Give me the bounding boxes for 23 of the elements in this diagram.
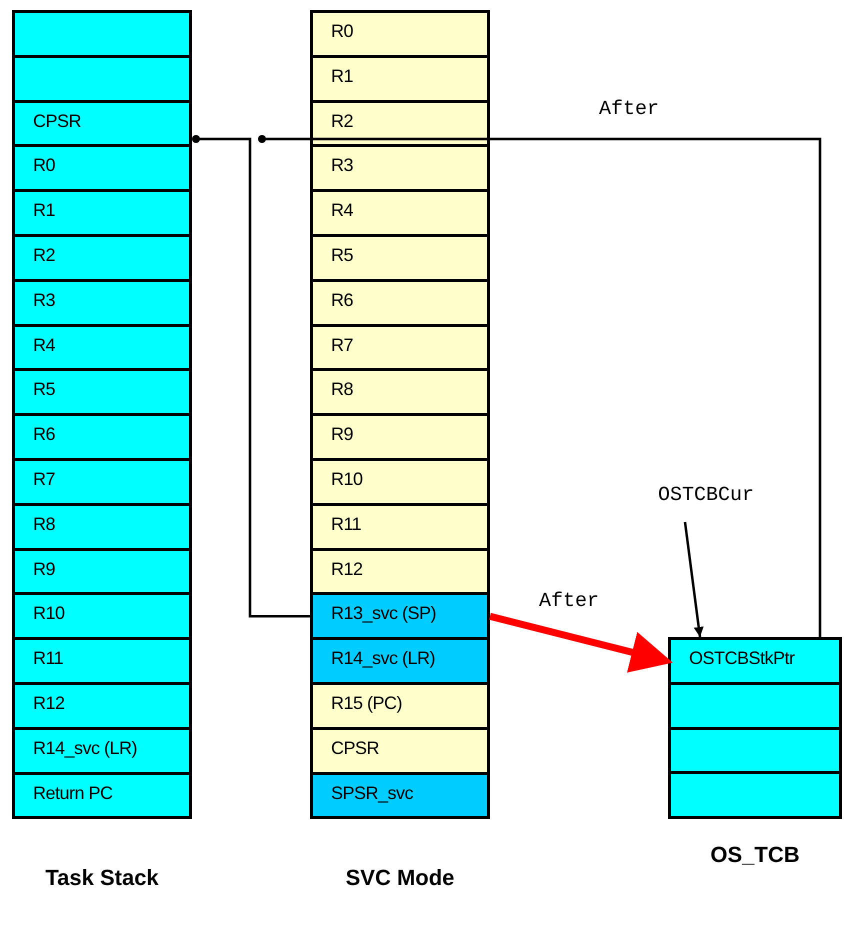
register-cell: R6 [12, 413, 192, 461]
register-cell: R12 [12, 682, 192, 730]
register-cell: OSTCBStkPtr [668, 637, 842, 685]
connector-line [258, 135, 822, 637]
register-cell: R10 [310, 458, 490, 506]
register-cell: R2 [12, 234, 192, 282]
arrow [489, 612, 673, 673]
register-cell: R14_svc (LR) [310, 637, 490, 685]
register-cell: R1 [12, 189, 192, 237]
empty-cell [12, 10, 192, 58]
register-cell: R0 [310, 10, 490, 58]
register-cell: R5 [310, 234, 490, 282]
leader-line [684, 522, 704, 638]
column-heading: OS_TCB [709, 841, 801, 869]
register-cell: R7 [12, 458, 192, 506]
register-cell: R15 (PC) [310, 682, 490, 730]
empty-cell [668, 771, 842, 820]
connector-line [192, 135, 310, 618]
column-heading: Task Stack [44, 864, 160, 892]
register-cell: R11 [12, 637, 192, 685]
column-heading: SVC Mode [344, 864, 456, 892]
register-cell: R4 [310, 189, 490, 237]
register-cell: R9 [310, 413, 490, 461]
